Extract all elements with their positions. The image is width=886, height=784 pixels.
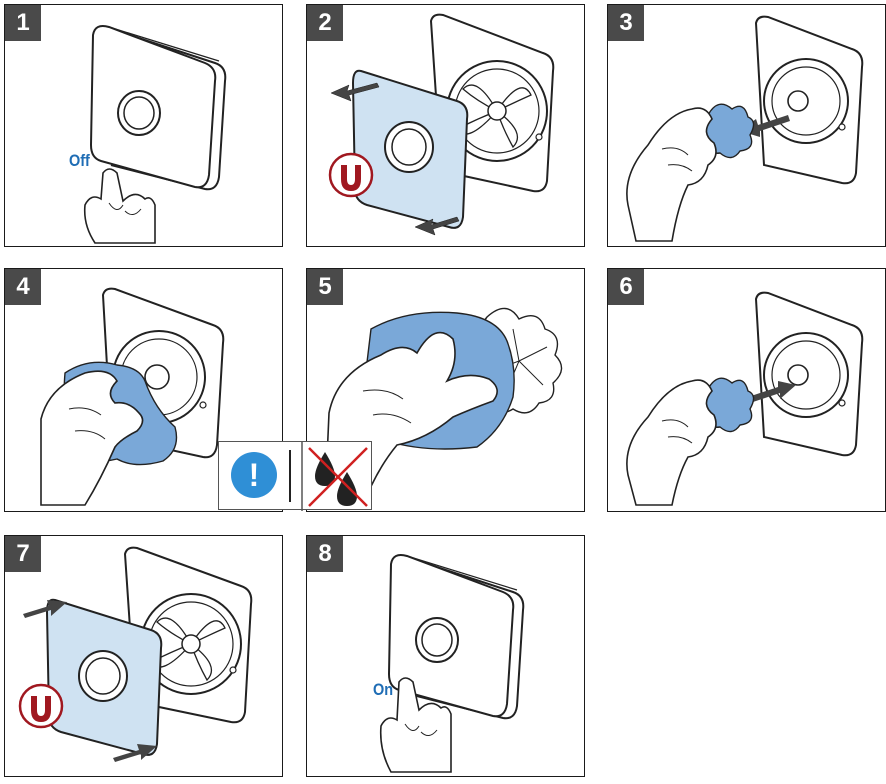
- step-4-number: 4: [5, 269, 41, 305]
- no-water-drops-icon: [308, 447, 368, 507]
- step-8-number: 8: [307, 536, 343, 572]
- on-label: On: [373, 680, 394, 699]
- step-2-panel: 2: [306, 4, 585, 247]
- step-3-number: 3: [608, 5, 644, 41]
- wipe-housing-illustration: [40, 287, 225, 506]
- step-1-number: 1: [5, 5, 41, 41]
- step-3-panel: 3: [607, 4, 886, 247]
- warning-box: !: [218, 441, 372, 511]
- info-exclamation-icon: !: [231, 452, 277, 498]
- step-7-panel: 7: [4, 535, 283, 777]
- step-2-number: 2: [307, 5, 343, 41]
- fan-switch-on-illustration: [379, 554, 525, 773]
- step-5-number: 5: [307, 269, 343, 305]
- step-8-panel: 8 On: [306, 535, 585, 777]
- reinstall-impeller-illustration: [626, 291, 864, 506]
- step-6-number: 6: [608, 269, 644, 305]
- step-4-panel: 4: [4, 268, 283, 512]
- remove-cover-illustration: [328, 13, 555, 236]
- step-7-number: 7: [5, 536, 41, 572]
- fan-switch-off-illustration: [83, 25, 227, 244]
- step-6-panel: 6: [607, 268, 886, 512]
- reattach-cover-illustration: [18, 546, 253, 762]
- off-label: Off: [69, 151, 90, 170]
- remove-impeller-illustration: [626, 15, 864, 242]
- exclamation-mark: !: [248, 456, 260, 493]
- step-1-panel: 1 Off: [4, 4, 283, 247]
